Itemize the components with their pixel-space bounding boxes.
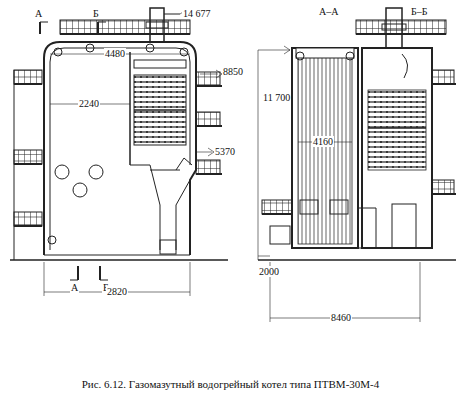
dimension-label: А [70,282,79,293]
dimension-label: 8850 [222,66,244,77]
dimension-label: 14 677 [182,8,212,19]
dimension-label: 2000 [258,266,280,277]
figure-caption: Рис. 6.12. Газомазутный водогрейный коте… [82,378,380,390]
dimension-label: А [34,8,43,19]
dimension-label: 4480 [104,48,126,59]
dimension-label: 2820 [106,286,128,297]
dimension-label: 4160 [312,136,334,147]
dimension-label: 2240 [78,98,100,109]
dimension-label: А–А [318,6,339,17]
dimension-label: 8460 [330,312,352,323]
dimension-label: 11 700 [262,92,291,103]
dimension-label: Б–Б [410,6,428,17]
dimension-label: 5370 [214,146,236,157]
dimension-label: Б [92,8,100,19]
